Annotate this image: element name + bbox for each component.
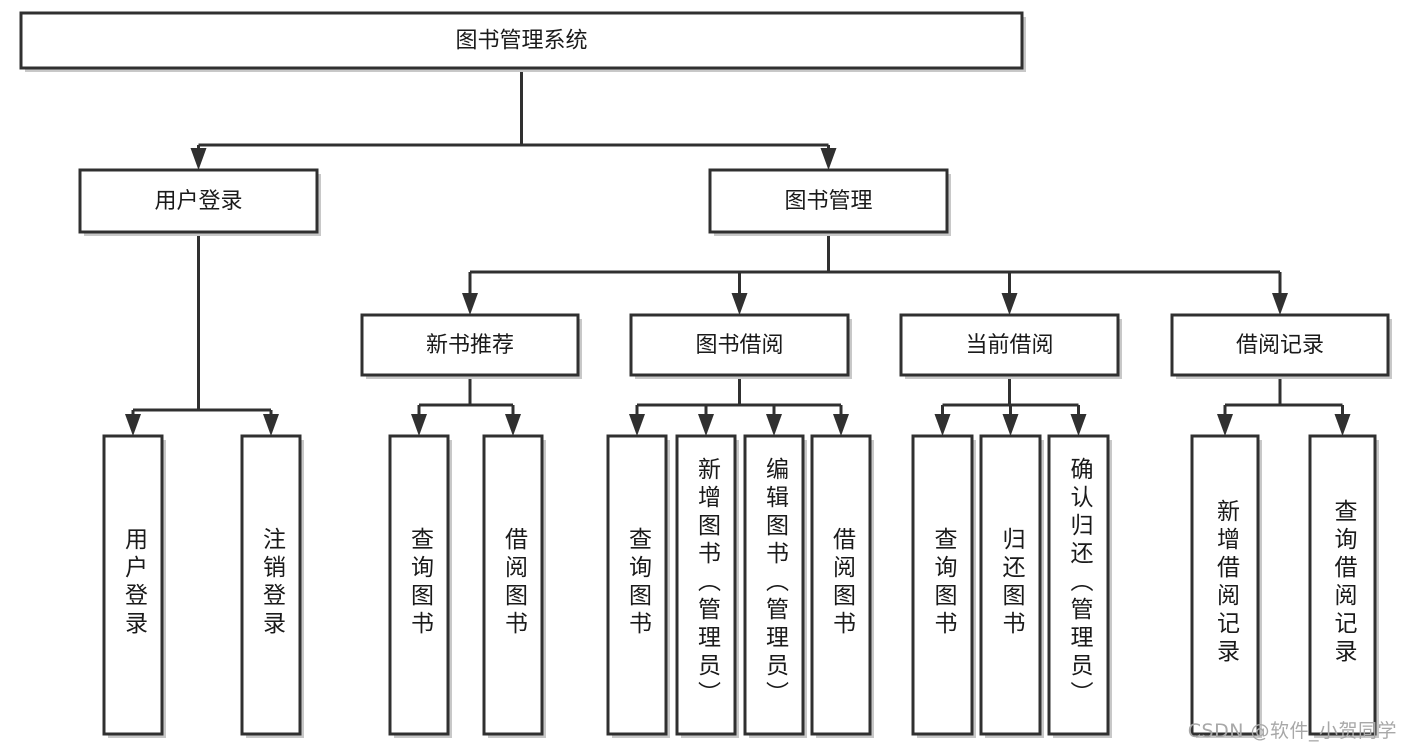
root-to-level2-arrow-0 — [190, 148, 207, 170]
level3-box-1[interactable] — [629, 313, 850, 377]
group-3-arrow-1 — [1002, 414, 1019, 436]
level2-box-1[interactable] — [708, 168, 949, 234]
mgmt-to-level3-arrow-1 — [731, 293, 748, 315]
mgmt-to-level3-arrow-2 — [1001, 293, 1018, 315]
group-3-arrow-2 — [1070, 414, 1087, 436]
group-2-arrow-1 — [698, 414, 714, 436]
group-2-arrow-3 — [833, 414, 849, 436]
leaf-box-1[interactable] — [240, 434, 302, 736]
group-0-arrow-1 — [263, 414, 279, 436]
leaf-box-0[interactable] — [102, 434, 164, 736]
leaf-box-12[interactable] — [1308, 434, 1377, 736]
group-1-arrow-0 — [411, 414, 427, 436]
leaf-box-9[interactable] — [979, 434, 1042, 736]
leaf-box-4[interactable] — [606, 434, 668, 736]
leaf-box-8[interactable] — [911, 434, 974, 736]
watermark-text: CSDN @软件_小贺同学 — [1187, 720, 1397, 742]
level3-label-3: 借阅记录 — [1236, 333, 1324, 358]
mgmt-to-level3-arrow-0 — [462, 293, 478, 315]
group-4-arrow-1 — [1334, 414, 1351, 436]
root-box-0[interactable] — [19, 11, 1024, 70]
leaf-box-5[interactable] — [675, 434, 737, 736]
level3-label-0: 新书推荐 — [426, 333, 514, 358]
group-0-arrow-0 — [125, 414, 141, 436]
leaf-box-7[interactable] — [810, 434, 872, 736]
root-to-level2-arrow-1 — [820, 148, 837, 170]
group-2-arrow-2 — [766, 414, 782, 436]
mgmt-to-level3-arrow-3 — [1272, 293, 1288, 315]
group-4-arrow-0 — [1217, 414, 1233, 436]
edges-layer — [125, 68, 1351, 436]
group-3-arrow-0 — [934, 414, 951, 436]
boxes-layer — [19, 11, 1390, 736]
leaf-box-11[interactable] — [1190, 434, 1260, 736]
level2-label-0: 用户登录 — [154, 189, 242, 214]
level3-box-3[interactable] — [1170, 313, 1390, 377]
level3-label-2: 当前借阅 — [965, 333, 1053, 358]
level3-label-1: 图书借阅 — [695, 333, 783, 358]
leaf-box-3[interactable] — [482, 434, 544, 736]
group-2-arrow-0 — [629, 414, 645, 436]
level2-label-1: 图书管理 — [784, 189, 872, 214]
leaf-box-2[interactable] — [388, 434, 450, 736]
group-1-arrow-1 — [505, 414, 521, 436]
level3-box-2[interactable] — [899, 313, 1120, 377]
level3-box-0[interactable] — [360, 313, 580, 377]
leaf-box-10[interactable] — [1047, 434, 1110, 736]
leaf-box-6[interactable] — [743, 434, 805, 736]
root-label-0: 图书管理系统 — [455, 29, 587, 54]
level2-box-0[interactable] — [78, 168, 319, 234]
